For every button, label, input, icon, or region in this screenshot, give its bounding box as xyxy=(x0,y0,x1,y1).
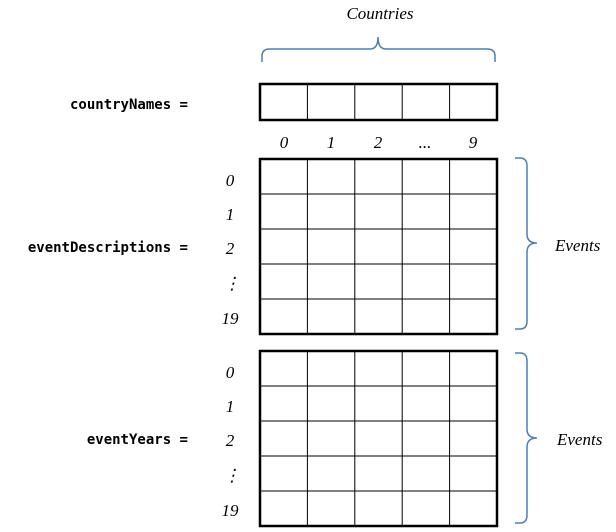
event-descriptions-row-indices: 0 1 2 ⋮ 19 xyxy=(222,171,241,328)
grid-cell xyxy=(354,421,403,456)
grid-cell xyxy=(402,159,450,194)
event-years-label: eventYears = xyxy=(87,432,188,448)
grid-cell xyxy=(354,299,403,334)
events-brace-top xyxy=(515,157,538,330)
grid-border xyxy=(258,157,499,336)
country-names-grid xyxy=(258,82,499,122)
row-index: 19 xyxy=(222,309,240,328)
grid-cell xyxy=(449,491,497,526)
grid-cell xyxy=(260,264,308,299)
grid-cell xyxy=(402,264,450,299)
grid-cell xyxy=(307,456,355,491)
column-index: 0 xyxy=(280,133,289,152)
grid-cell xyxy=(307,299,355,334)
countries-label: Countries xyxy=(346,4,413,23)
grid-cell xyxy=(449,421,497,456)
grid-cell xyxy=(307,194,355,229)
grid-cell xyxy=(260,386,308,421)
grid-cell xyxy=(449,229,497,264)
grid-cell xyxy=(354,84,403,120)
row-index: 2 xyxy=(226,431,235,450)
column-index: 2 xyxy=(374,133,383,152)
grid-cell xyxy=(449,386,497,421)
grid-cell xyxy=(449,159,497,194)
grid-cell xyxy=(354,351,403,386)
grid-cell xyxy=(354,159,403,194)
grid-cell xyxy=(354,456,403,491)
event-years-grid xyxy=(258,349,499,528)
grid-cell xyxy=(260,159,308,194)
row-index: 1 xyxy=(226,205,235,224)
row-index: 0 xyxy=(226,171,235,190)
grid-cell xyxy=(307,264,355,299)
grid-cell xyxy=(449,264,497,299)
grid-cell xyxy=(354,491,403,526)
event-descriptions-grid xyxy=(258,157,499,336)
grid-cell xyxy=(402,456,450,491)
row-index: 1 xyxy=(226,397,235,416)
grid-cell xyxy=(449,456,497,491)
column-index: ... xyxy=(419,133,432,152)
grid-cell xyxy=(354,229,403,264)
event-years-row-indices: 0 1 2 ⋮ 19 xyxy=(222,363,241,520)
grid-cell xyxy=(402,386,450,421)
grid-cell xyxy=(402,194,450,229)
grid-cell xyxy=(307,84,355,120)
grid-cell xyxy=(307,491,355,526)
grid-cell xyxy=(307,229,355,264)
grid-cell xyxy=(260,194,308,229)
grid-cell xyxy=(449,84,497,120)
grid-cell xyxy=(354,386,403,421)
events-label-bottom: Events xyxy=(556,430,603,449)
event-descriptions-label: eventDescriptions = xyxy=(28,240,188,256)
grid-cell xyxy=(354,194,403,229)
row-index: ⋮ xyxy=(224,274,241,293)
row-index: ⋮ xyxy=(224,466,241,485)
grid-cell xyxy=(402,299,450,334)
grid-cell xyxy=(307,386,355,421)
grid-cell xyxy=(260,456,308,491)
column-indices: 0 1 2 ... 9 xyxy=(280,133,478,152)
grid-cell xyxy=(402,84,450,120)
grid-cell xyxy=(402,421,450,456)
row-index: 0 xyxy=(226,363,235,382)
row-index: 2 xyxy=(226,239,235,258)
grid-cell xyxy=(260,421,308,456)
grid-cell xyxy=(260,229,308,264)
grid-cell xyxy=(307,421,355,456)
grid-cell xyxy=(260,491,308,526)
grid-cell xyxy=(402,229,450,264)
column-index: 9 xyxy=(469,133,478,152)
grid-cell xyxy=(260,84,308,120)
grid-cell xyxy=(449,194,497,229)
grid-cell xyxy=(260,351,308,386)
grid-cell xyxy=(449,299,497,334)
grid-cell xyxy=(402,491,450,526)
row-index: 19 xyxy=(222,501,240,520)
grid-cell xyxy=(354,264,403,299)
grid-cell xyxy=(307,159,355,194)
column-index: 1 xyxy=(327,133,336,152)
grid-cell xyxy=(402,351,450,386)
grid-cell xyxy=(449,351,497,386)
grid-border xyxy=(258,349,499,528)
grid-border xyxy=(258,82,499,122)
grid-cell xyxy=(260,299,308,334)
countries-brace xyxy=(261,36,496,62)
events-brace-bottom xyxy=(515,352,538,524)
grid-cell xyxy=(307,351,355,386)
events-label-top: Events xyxy=(554,236,601,255)
country-names-label: countryNames = xyxy=(70,97,188,113)
